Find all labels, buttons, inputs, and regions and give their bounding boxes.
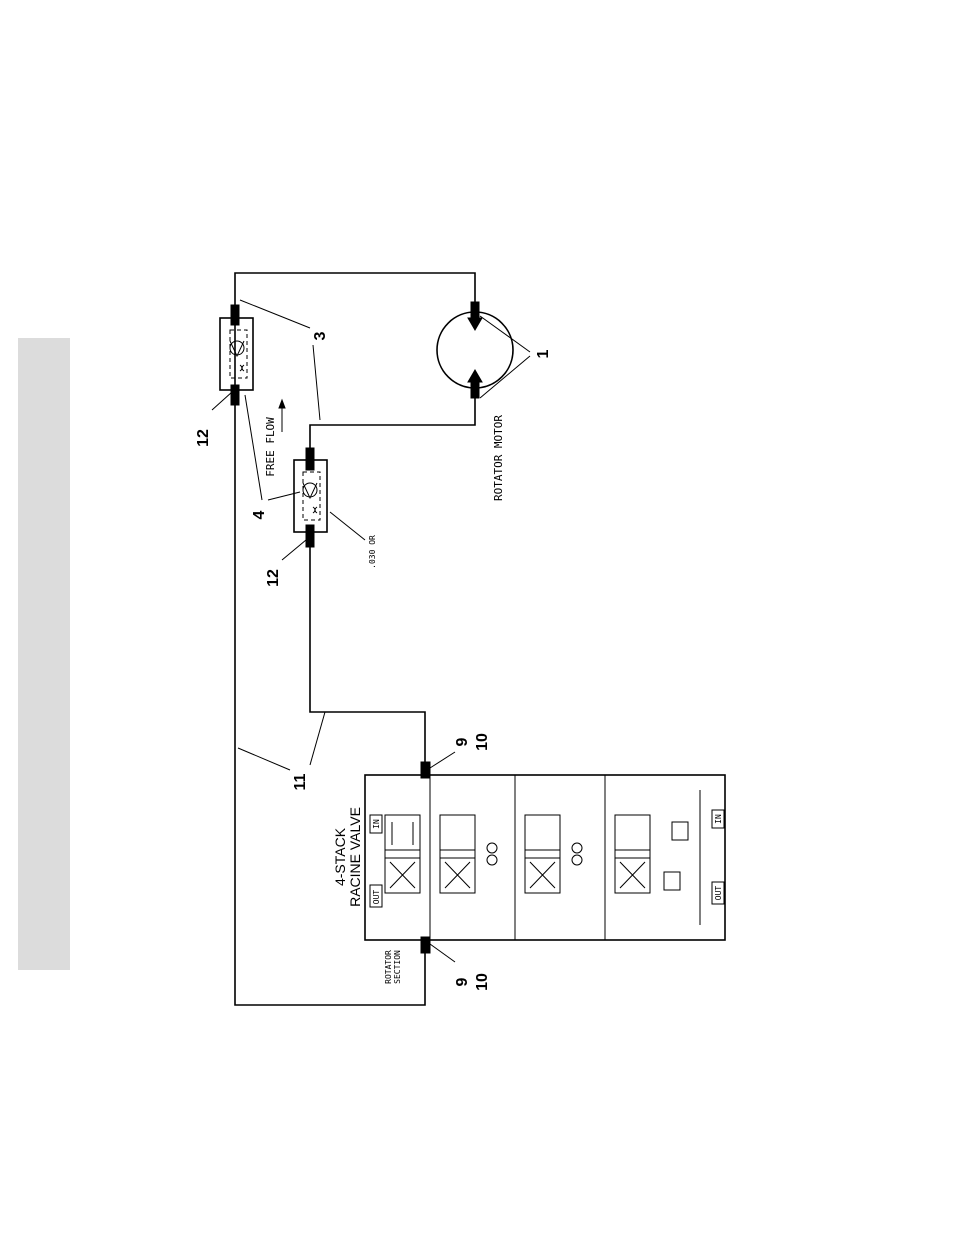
port-in-bottom: IN bbox=[714, 814, 723, 824]
rotator-motor-label: ROTATOR MOTOR bbox=[492, 415, 505, 501]
racine-valve-stack bbox=[365, 762, 725, 953]
valve-title-line1: 4-STACK bbox=[332, 827, 348, 886]
callout-12-upper: 12 bbox=[195, 429, 212, 447]
rotator-motor bbox=[437, 302, 513, 398]
callout-10-lower: 10 bbox=[474, 973, 491, 991]
callout-12-lower: 12 bbox=[265, 569, 282, 587]
port-out-top: OUT bbox=[372, 890, 381, 905]
rotator-section-line1: ROTATOR bbox=[384, 950, 393, 984]
callout-9-upper: 9 bbox=[454, 737, 471, 746]
leader-lines bbox=[212, 300, 530, 962]
callout-10-upper: 10 bbox=[474, 733, 491, 751]
orifice-label: .030 OR bbox=[368, 535, 377, 569]
free-flow-label: FREE FLOW bbox=[264, 417, 277, 477]
callout-1: 1 bbox=[535, 349, 552, 358]
counterbalance-valve-upper bbox=[220, 305, 253, 405]
callout-11: 11 bbox=[292, 773, 309, 790]
valve-title-line2: RACINE VALVE bbox=[347, 807, 363, 907]
diagram-labels: FREE FLOW ROTATOR MOTOR .030 OR 4-STACK … bbox=[264, 415, 723, 984]
counterbalance-valve-lower bbox=[294, 448, 327, 547]
callout-4: 4 bbox=[251, 510, 268, 519]
callout-9-lower: 9 bbox=[454, 977, 471, 986]
port-out-bottom: OUT bbox=[714, 886, 723, 901]
port-in-top: IN bbox=[372, 819, 381, 829]
rotator-section-line2: SECTION bbox=[393, 950, 402, 984]
callout-3: 3 bbox=[312, 331, 329, 340]
